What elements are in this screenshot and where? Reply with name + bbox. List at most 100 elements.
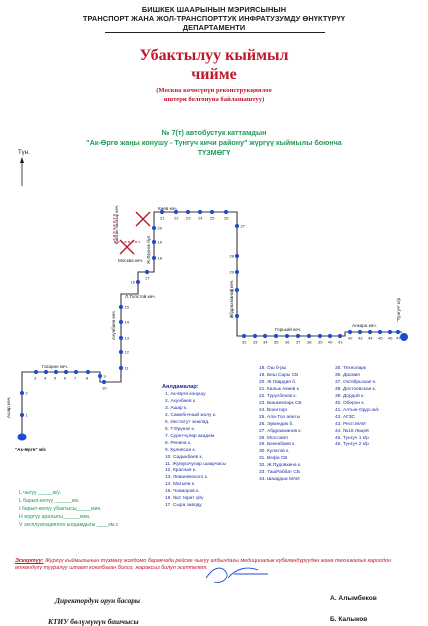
stop-marker bbox=[135, 279, 141, 285]
stop-marker bbox=[284, 333, 290, 339]
stop-marker bbox=[101, 379, 107, 385]
stop-marker bbox=[209, 209, 215, 215]
stop-marker bbox=[19, 412, 25, 418]
stop-list-item: 6. Т.Фрунзе к. bbox=[165, 426, 195, 432]
stop-list-item: 41. Алтын-Ордо ж/к bbox=[335, 407, 379, 413]
route-parameters: L чыгуу _____ж/у. L барып-келүү ______км… bbox=[19, 489, 118, 529]
stop-number: 46 bbox=[388, 336, 393, 341]
stop-number: 39 bbox=[318, 340, 323, 345]
stop-number: 18 bbox=[158, 256, 163, 261]
stop-list-item: 3. Ашар к. bbox=[165, 405, 188, 411]
param-distance: L барып-келүү ______км. bbox=[19, 498, 80, 505]
stop-list-item: 18. Ош б-ры bbox=[259, 366, 287, 371]
stop-marker bbox=[234, 313, 240, 319]
stop-list-item: 16. №2 төрөт үйү bbox=[165, 496, 204, 502]
stop-marker bbox=[223, 209, 229, 215]
stop-marker bbox=[118, 335, 124, 341]
stop-marker bbox=[151, 225, 157, 231]
stop-marker bbox=[337, 333, 343, 339]
stop-number: 30 bbox=[230, 288, 235, 293]
param-departures: L чыгуу _____ж/у. bbox=[19, 490, 61, 496]
stop-list-item: 9. Кулиясан к. bbox=[165, 447, 196, 453]
stop-list-item: 20. Ж.Гвардия б. bbox=[259, 379, 297, 385]
stop-marker bbox=[43, 369, 49, 375]
stop-number: 21 bbox=[160, 216, 165, 221]
stop-number: 9 bbox=[104, 374, 107, 379]
stop-number: 40 bbox=[328, 340, 333, 345]
stop-number: 36 bbox=[285, 340, 290, 345]
stop-list-item: 22. Турусбеков к. bbox=[259, 393, 297, 399]
stop-marker bbox=[159, 209, 165, 215]
stop-number: 33 bbox=[253, 340, 258, 345]
stop-number: 5 bbox=[54, 376, 57, 381]
stop-list-item: 17. Сыра заводу bbox=[165, 503, 202, 509]
stop-marker bbox=[295, 333, 301, 339]
end-terminal-marker bbox=[400, 333, 408, 341]
stop-marker bbox=[327, 333, 333, 339]
stop-marker bbox=[234, 223, 240, 229]
street-ankara: Анкара көч. bbox=[352, 323, 377, 328]
stop-marker bbox=[63, 369, 69, 375]
stop-list-item: 24. Военторг bbox=[259, 407, 288, 413]
stop-number: 24 bbox=[198, 216, 203, 221]
route-number: № 7(т) автобустук каттамдын bbox=[161, 128, 267, 137]
street-moskva: Москва көч. bbox=[118, 258, 143, 263]
stop-list-item: 36. Дасмия bbox=[335, 372, 360, 378]
stop-list-item: 29. Бекенбаев к. bbox=[259, 442, 296, 448]
signer-2-title: КТИУ бөлүмүнүн башчысы bbox=[48, 617, 139, 626]
stop-list-item: 46. Тунгуч 2 к/р bbox=[335, 442, 369, 448]
stop-marker bbox=[19, 390, 25, 396]
stop-marker bbox=[151, 239, 157, 245]
note-text: Жүргүү кыймылынын түзмөгү жолдомо баракч… bbox=[15, 558, 391, 572]
stop-list-item: 37. Октябрьская к. bbox=[335, 379, 377, 385]
stop-list-item: 33. ТашРаббат СБ bbox=[259, 470, 301, 476]
stop-number: 29 bbox=[230, 270, 235, 275]
start-terminal-marker bbox=[17, 433, 27, 441]
stop-marker bbox=[357, 329, 363, 335]
stop-list-item: 15. Чокморов к. bbox=[165, 489, 200, 495]
stop-number: 27 bbox=[241, 224, 246, 229]
header-line-1: БИШКЕК ШААРЫНЫН МЭРИЯСЫНЫН bbox=[141, 5, 287, 14]
stop-list-item: 42. АГЗС bbox=[335, 414, 356, 420]
street-frunze: Ж.Фрунзе бул. bbox=[146, 234, 151, 264]
street-gagarin: Гагарин көч. bbox=[42, 364, 68, 369]
stop-number: 23 bbox=[186, 216, 191, 221]
stop-list-item: 31. Вефа СБ bbox=[259, 456, 288, 462]
param-trip-time: t барып-келүү убактысы_____мин. bbox=[19, 506, 102, 513]
param-interval: H жүргүү аралыгы______мин. bbox=[19, 514, 91, 521]
north-arrow-head bbox=[20, 157, 24, 163]
stop-list-item: 35. Технопарк bbox=[335, 366, 366, 371]
stop-marker bbox=[317, 333, 323, 339]
stop-list-item: 7. Суретчүлөр академ. bbox=[165, 433, 216, 439]
stop-number: 14 bbox=[125, 320, 130, 325]
stop-number: 12 bbox=[125, 350, 130, 355]
header-line-2: ТРАНСПОРТ ЖАНА ЖОЛ-ТРАНСПОРТТУК ИНФРАТУЗ… bbox=[82, 14, 346, 23]
header-divider bbox=[105, 32, 325, 33]
stop-list-item: 8. Репина к. bbox=[165, 440, 192, 446]
stop-number: 25 bbox=[210, 216, 215, 221]
stop-marker bbox=[306, 333, 312, 339]
stop-list-item: 30. Кулатов к. bbox=[259, 449, 290, 455]
stop-marker bbox=[273, 333, 279, 339]
stop-marker bbox=[118, 319, 124, 325]
stop-marker bbox=[85, 369, 91, 375]
stop-number: 2 bbox=[26, 391, 29, 396]
stop-marker bbox=[118, 365, 124, 371]
stops-legend-title: Аялдамалар: bbox=[162, 384, 199, 390]
signer-2-name: Б. Калыков bbox=[330, 616, 368, 623]
stop-list-item: 40. Оберон к. bbox=[335, 400, 365, 406]
signer-1-name: А. Алымбеков bbox=[330, 595, 377, 602]
stop-marker bbox=[33, 369, 39, 375]
stop-number: 37 bbox=[296, 340, 301, 345]
route-name: "Ак-Өргө жаңы конушу - Тунгуч кичи район… bbox=[86, 138, 342, 147]
stop-marker bbox=[118, 349, 124, 355]
street-gorky: Горький көч. bbox=[275, 326, 301, 332]
stop-marker bbox=[234, 253, 240, 259]
stop-number: 42 bbox=[348, 336, 353, 341]
stop-number: 31 bbox=[230, 314, 235, 319]
stop-marker bbox=[97, 373, 103, 379]
start-terminal-label: "Ак-Өргө" ж/к bbox=[15, 447, 46, 452]
closed-cross-north bbox=[135, 211, 151, 227]
stop-number: 3 bbox=[34, 376, 37, 381]
